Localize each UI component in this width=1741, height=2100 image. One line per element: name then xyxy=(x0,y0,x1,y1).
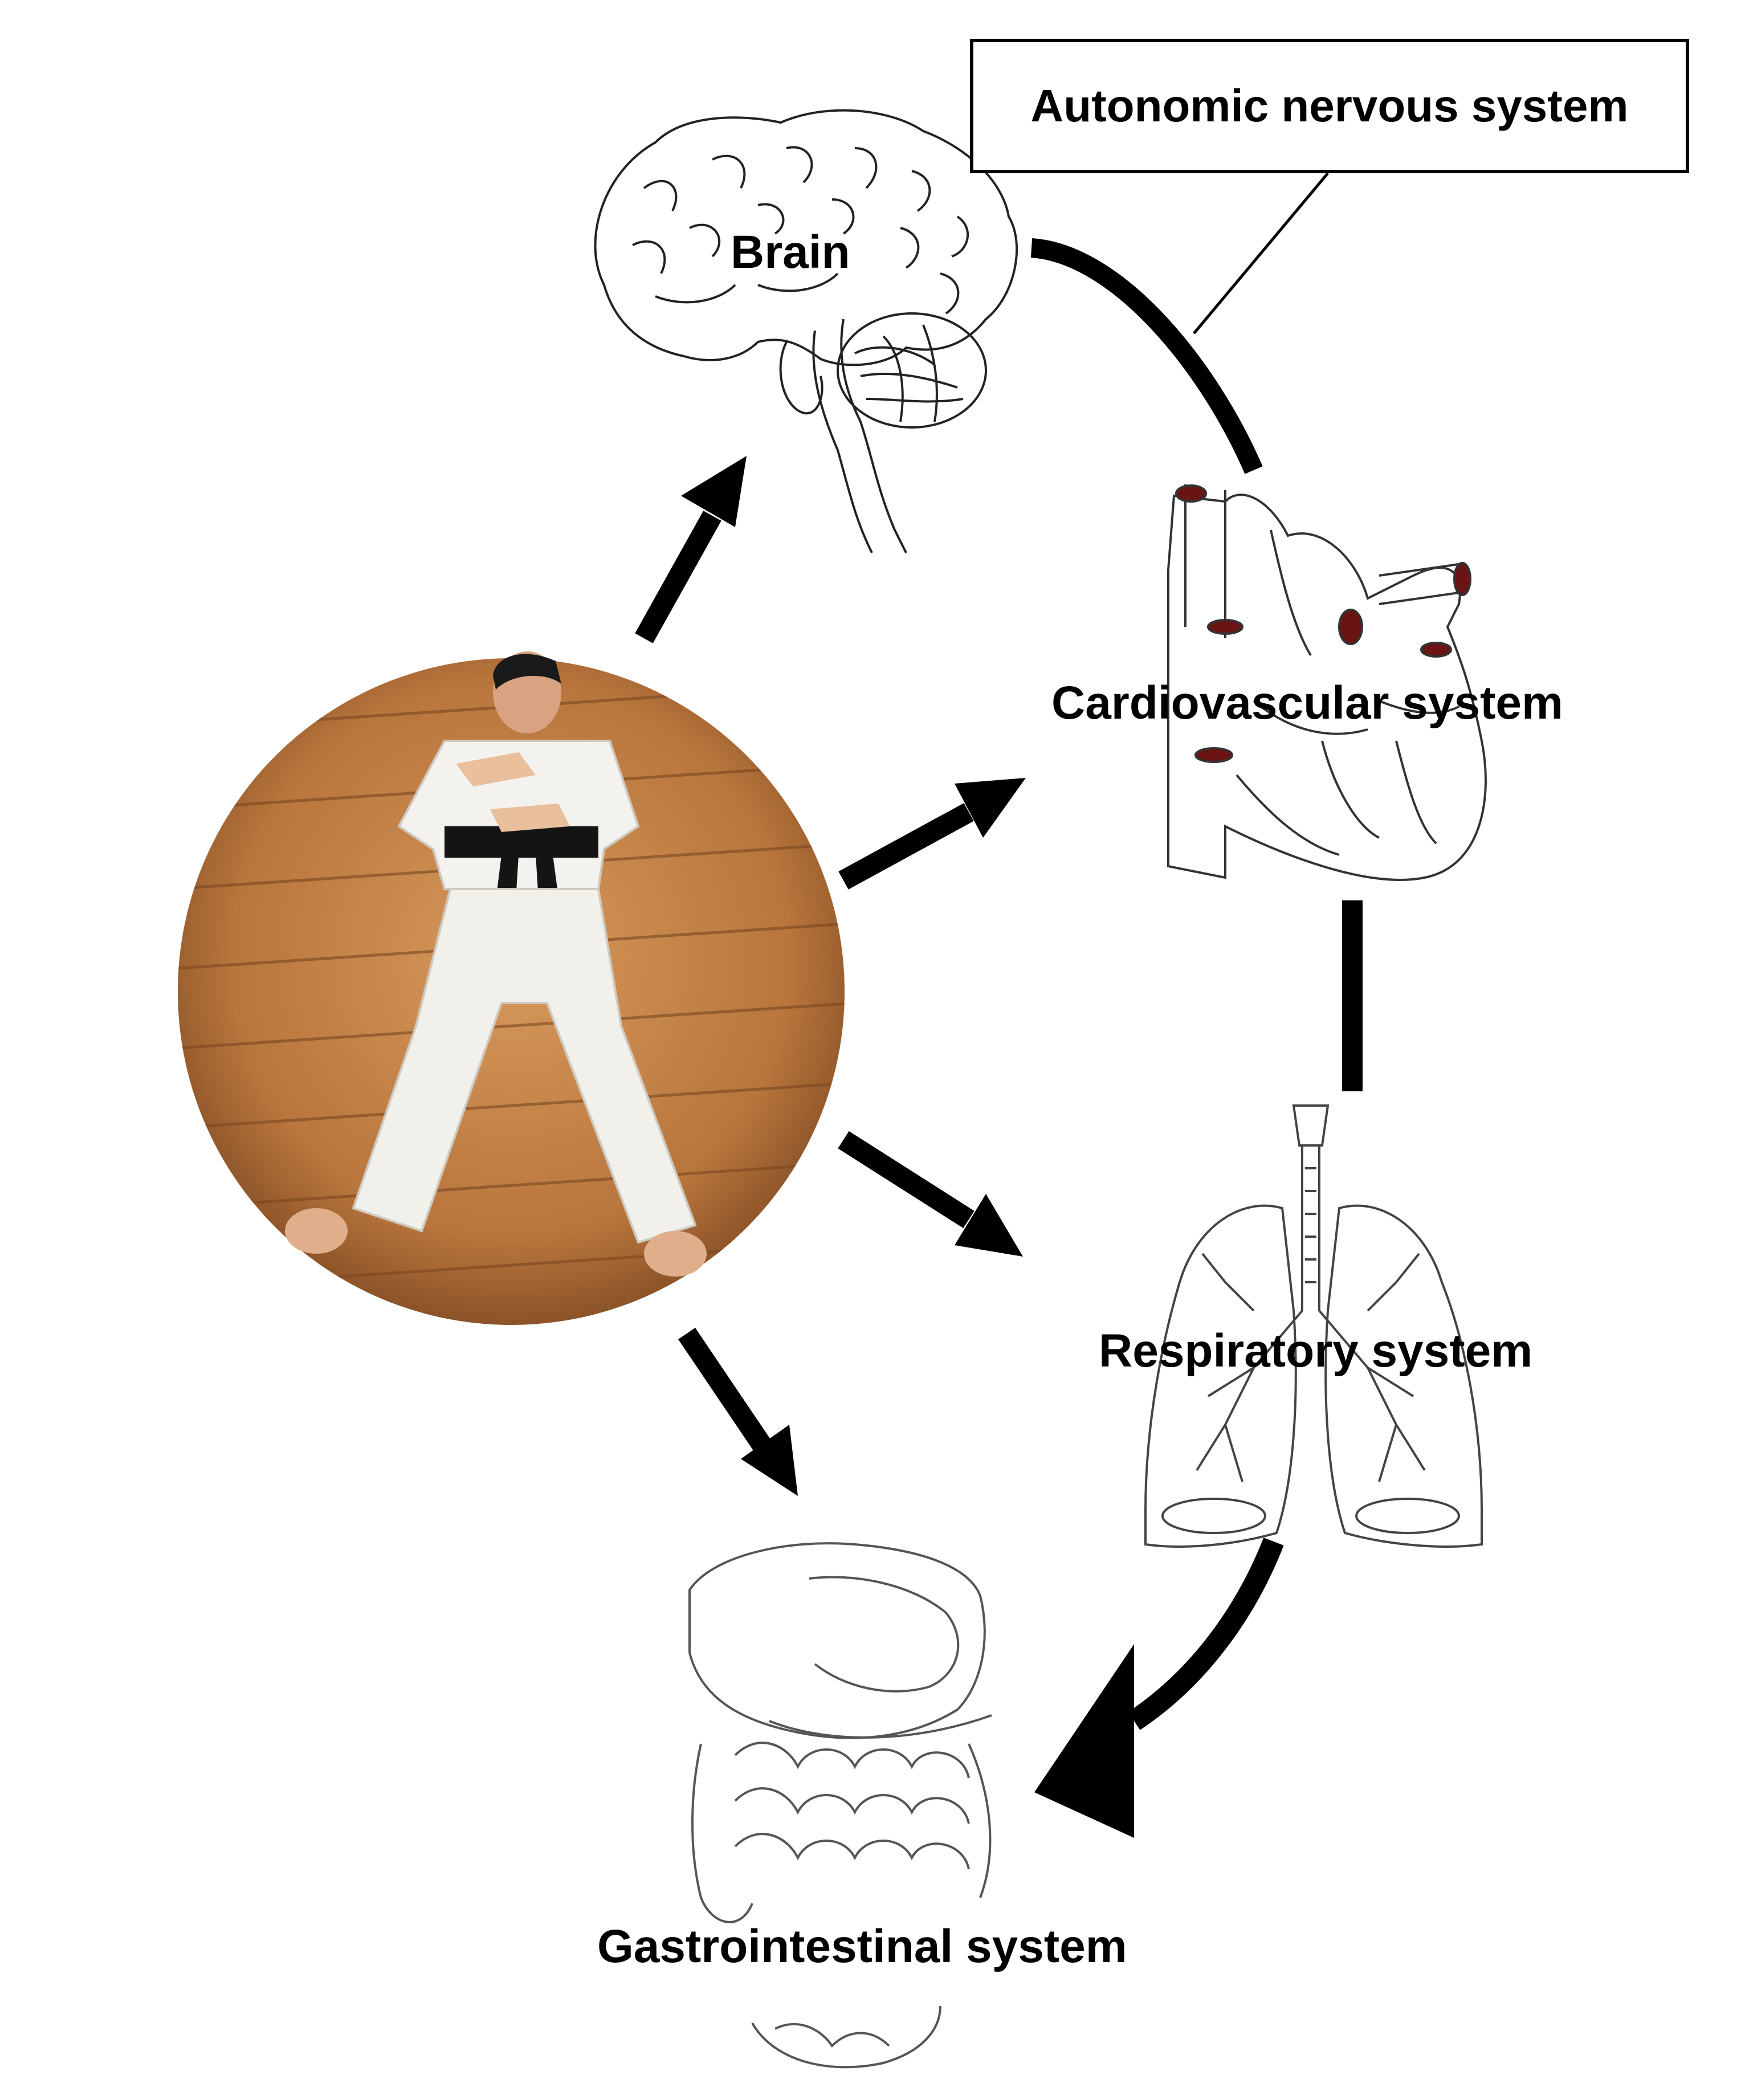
gastrointestinal-label: Gastrointestinal system xyxy=(597,1920,1127,1972)
autonomic-nervous-system-box: Autonomic nervous system xyxy=(970,39,1689,173)
lungs-illustration xyxy=(1144,1104,1483,1548)
curve-brain-to-cardiovascular xyxy=(1030,238,1263,474)
respiratory-label: Respiratory system xyxy=(1099,1325,1533,1377)
arrowhead-cardiovascular xyxy=(955,778,1026,838)
arrow-to-brain xyxy=(635,511,721,643)
gastrointestinal-illustration xyxy=(688,1542,992,2069)
arrowhead-respiratory xyxy=(955,1194,1023,1257)
callout-line-autonomic xyxy=(1193,172,1329,335)
person-lying-on-floor-photo xyxy=(178,651,845,1325)
cardiovascular-label: Cardiovascular system xyxy=(1051,677,1563,729)
autonomic-label: Autonomic nervous system xyxy=(1030,80,1629,131)
brain-illustration xyxy=(594,109,1018,553)
brain-label: Brain xyxy=(731,226,850,278)
arrow-to-respiratory xyxy=(838,1131,975,1229)
arrowhead-brain xyxy=(681,456,747,527)
arrow-to-gastrointestinal xyxy=(678,1327,772,1454)
curve-respiratory-to-gastrointestinal xyxy=(1128,1538,1284,1730)
arrowhead-gastrointestinal-large xyxy=(1034,1644,1134,1838)
arrows xyxy=(635,172,1363,1838)
arrowhead-gastrointestinal xyxy=(741,1425,798,1496)
arrow-to-cardiovascular xyxy=(838,803,974,890)
heart-illustration xyxy=(1167,484,1487,881)
